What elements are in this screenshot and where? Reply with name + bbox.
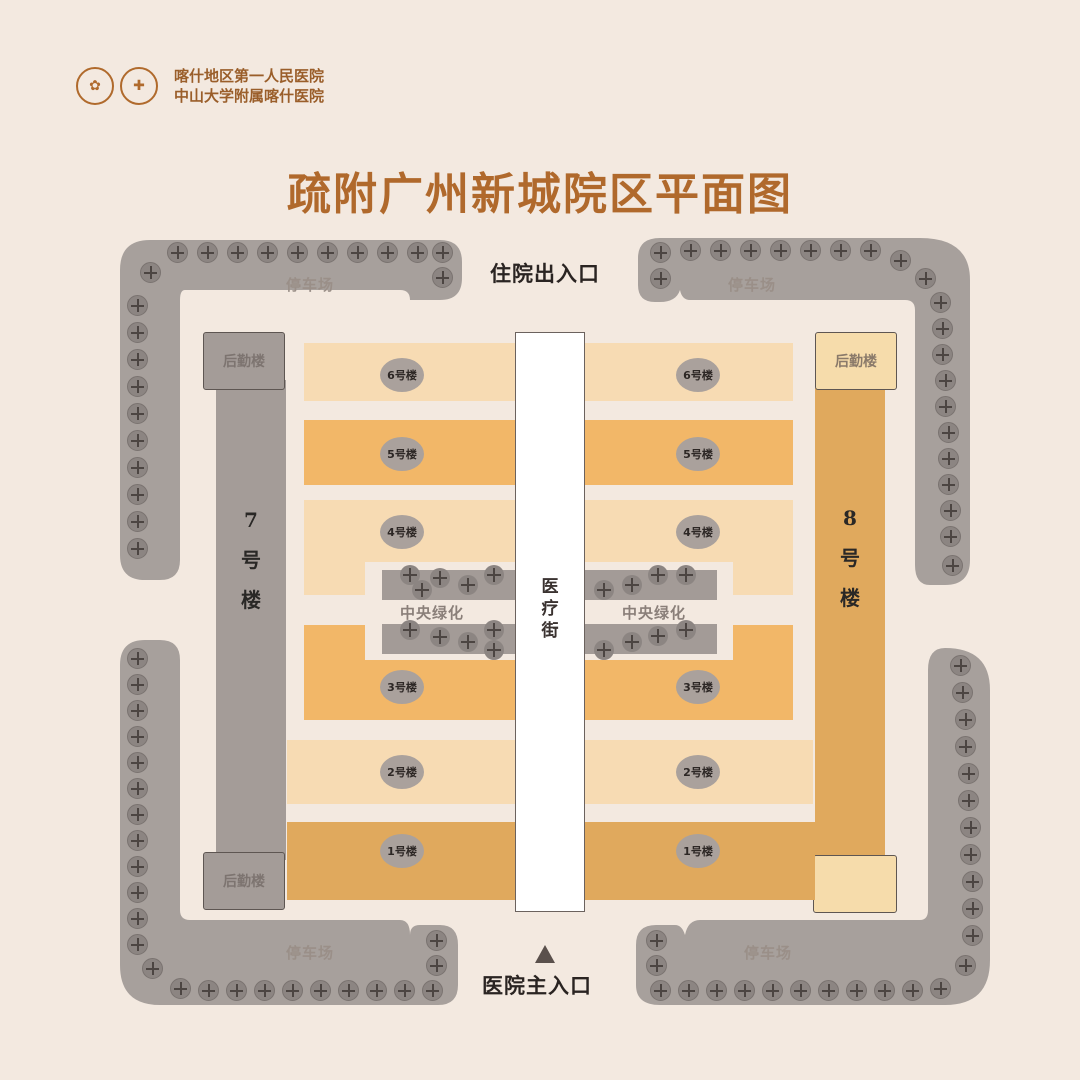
main-entrance-arrow-icon [535,945,555,963]
badge-building-4-left: 4号楼 [380,515,424,549]
tree-band-top-right [638,238,970,585]
hospital-header: ✿ ✚ 喀什地区第一人民医院 中山大学附属喀什医院 [76,64,324,108]
hospital-name-2: 中山大学附属喀什医院 [174,87,325,105]
medical-street[interactable] [515,332,585,912]
service-block-bottom-right[interactable] [813,855,897,913]
badge-building-5-right: 5号楼 [676,437,720,471]
badge-building-3-left: 3号楼 [380,670,424,704]
badge-building-5-left: 5号楼 [380,437,424,471]
main-entrance-label: 医院主入口 [482,974,592,998]
badge-building-3-right: 3号楼 [676,670,720,704]
inpatient-entrance-label: 住院出入口 [490,262,600,286]
building-7[interactable] [216,380,286,860]
badge-building-6-left: 6号楼 [380,358,424,392]
medical-street-label: 医疗街 [541,577,559,641]
badge-building-4-right: 4号楼 [676,515,720,549]
central-green-label-left: 中央绿化 [400,604,465,622]
logistics-building-top-left[interactable]: 后勤楼 [203,332,285,390]
university-seal-icon: ✿ [76,67,114,105]
badge-building-1-left: 1号楼 [380,834,424,868]
badge-building-2-right: 2号楼 [676,755,720,789]
hospital-seal-icon: ✚ [120,67,158,105]
parking-label-top-right: 停车场 [728,276,777,294]
parking-label-bottom-right: 停车场 [744,944,793,962]
parking-label-top-left: 停车场 [286,276,335,294]
page-title: 疏附广州新城院区平面图 [287,169,793,220]
central-green-label-right: 中央绿化 [622,604,687,622]
parking-label-bottom-left: 停车场 [286,944,335,962]
building-8[interactable] [815,388,885,858]
logistics-building-top-right[interactable]: 后勤楼 [815,332,897,390]
badge-building-1-right: 1号楼 [676,834,720,868]
logistics-building-bottom-left[interactable]: 后勤楼 [203,852,285,910]
badge-building-2-left: 2号楼 [380,755,424,789]
badge-building-6-right: 6号楼 [676,358,720,392]
hospital-name-1: 喀什地区第一人民医院 [174,67,325,85]
